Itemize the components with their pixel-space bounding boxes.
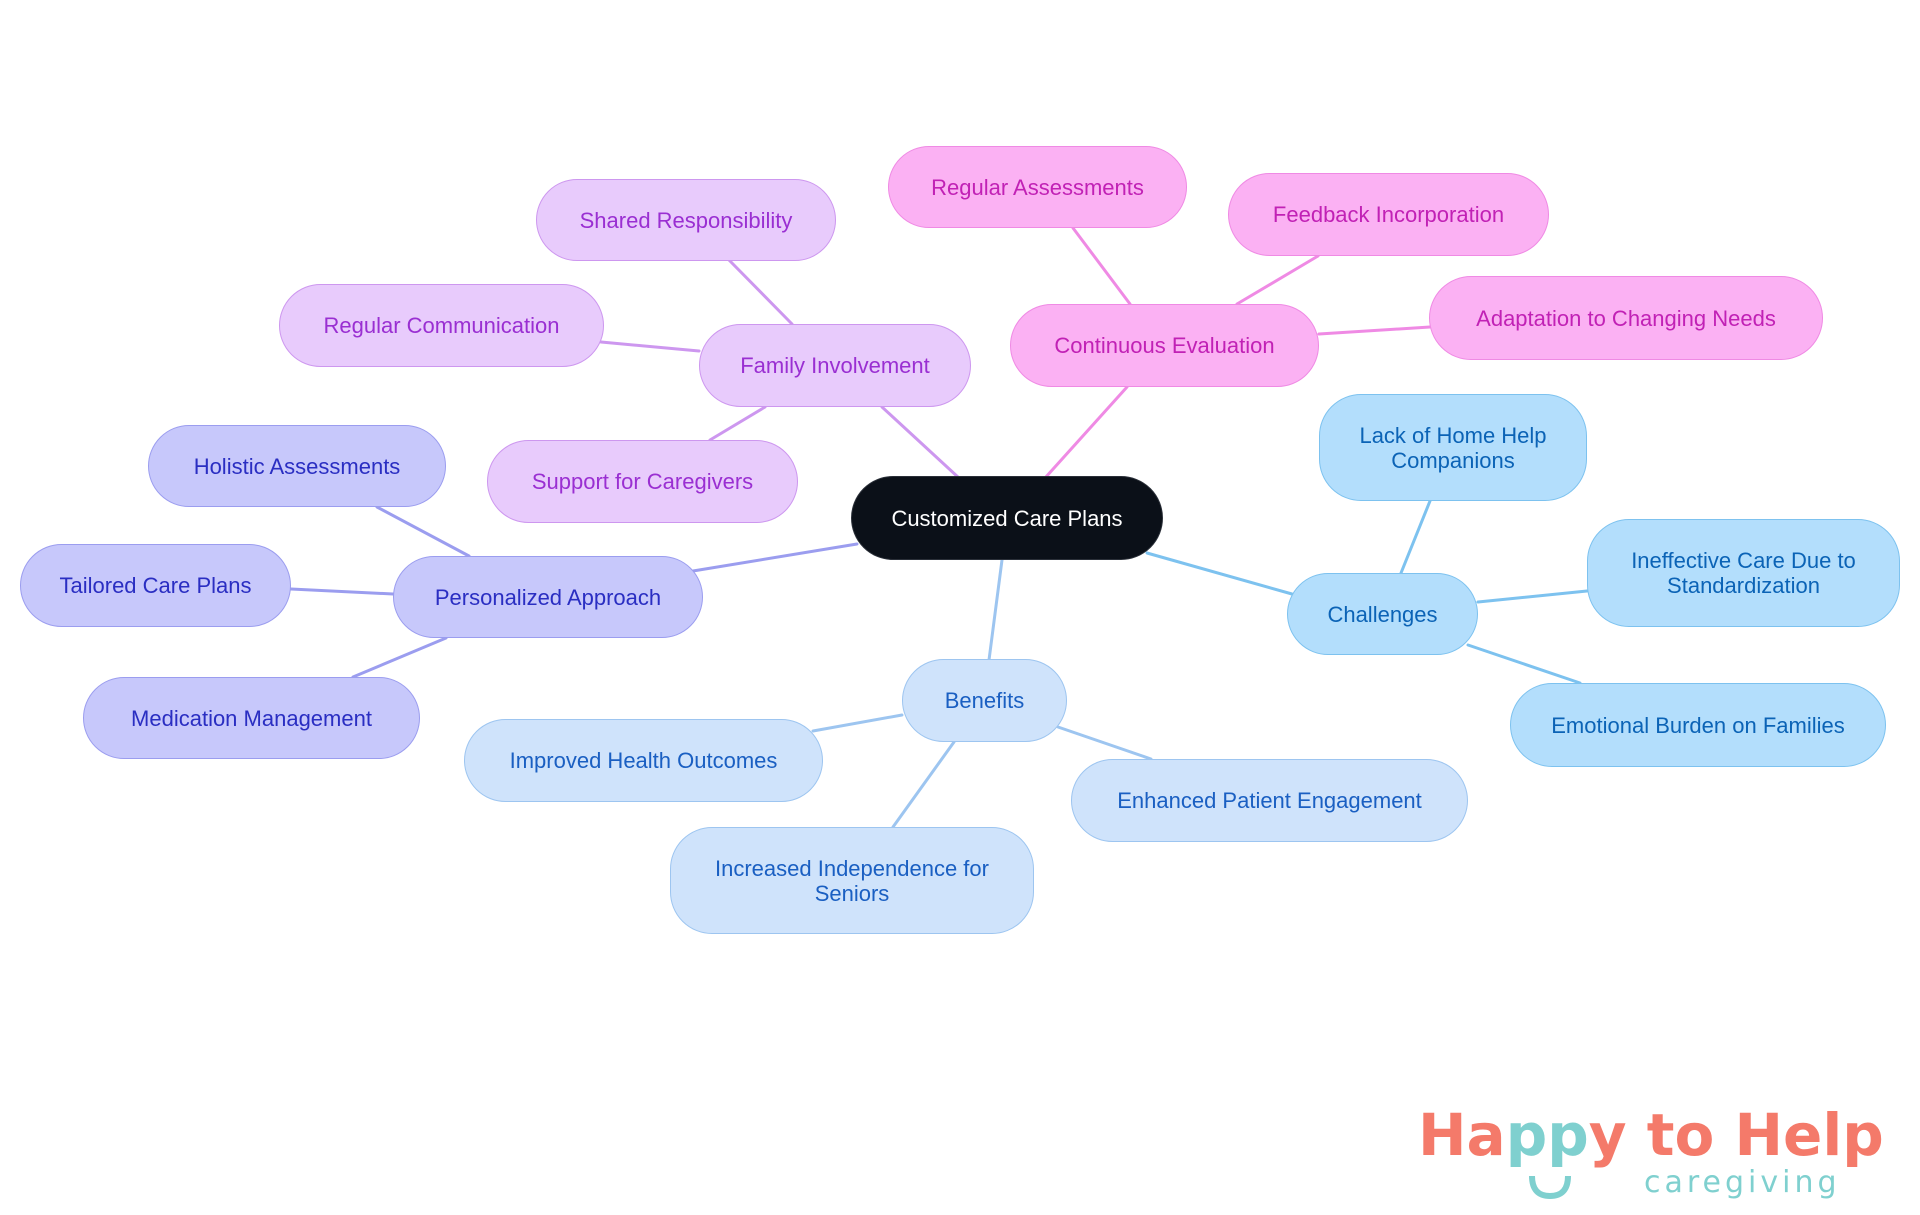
node-label: Increased Independence for Seniors xyxy=(715,855,989,906)
edge-center-family xyxy=(880,405,961,480)
edge-personalized-medication xyxy=(351,636,448,679)
node-family-involvement[interactable]: Family Involvement xyxy=(699,324,971,407)
node-label: Enhanced Patient Engagement xyxy=(1117,788,1422,813)
edge-center-continuous xyxy=(1043,385,1129,480)
edge-continuous-feedback xyxy=(1235,254,1320,306)
logo-wordmark: Happy to Help xyxy=(1418,1101,1884,1169)
node-label: Holistic Assessments xyxy=(193,453,401,479)
edge-center-personalized xyxy=(691,542,859,573)
node-increased-independence[interactable]: Increased Independence for Seniors xyxy=(670,827,1034,934)
node-label: Improved Health Outcomes xyxy=(509,748,778,773)
node-label: Emotional Burden on Families xyxy=(1551,712,1845,738)
node-tailored-care-plans[interactable]: Tailored Care Plans xyxy=(20,544,291,627)
node-regular-communication[interactable]: Regular Communication xyxy=(279,284,604,367)
node-customized-care-plans[interactable]: Customized Care Plans xyxy=(851,476,1163,560)
brand-logo: Happy to Help caregiving xyxy=(1418,1100,1888,1210)
edge-benefits-increased xyxy=(891,740,956,829)
edge-center-challenges xyxy=(1145,551,1294,596)
node-enhanced-patient-engagement[interactable]: Enhanced Patient Engagement xyxy=(1071,759,1468,842)
node-adaptation-to-changing-needs[interactable]: Adaptation to Changing Needs xyxy=(1429,276,1823,360)
edge-benefits-enhanced xyxy=(1056,725,1153,761)
node-improved-health-outcomes[interactable]: Improved Health Outcomes xyxy=(464,719,823,802)
node-label: Lack of Home Help Companions xyxy=(1359,422,1547,473)
edge-family-shared xyxy=(727,258,794,326)
node-label: Medication Management xyxy=(131,705,372,731)
edge-challenges-emotional xyxy=(1466,643,1582,685)
node-regular-assessments[interactable]: Regular Assessments xyxy=(888,146,1187,228)
edge-personalized-tailored xyxy=(289,587,395,596)
node-label: Feedback Incorporation xyxy=(1272,202,1505,227)
edge-challenges-lack xyxy=(1399,499,1432,575)
node-label: Challenges xyxy=(1327,601,1438,627)
node-label: Benefits xyxy=(944,688,1025,713)
node-label: Tailored Care Plans xyxy=(59,573,252,598)
node-personalized-approach[interactable]: Personalized Approach xyxy=(393,556,703,638)
edge-personalized-holistic xyxy=(375,505,471,558)
node-lack-of-home-help-companions[interactable]: Lack of Home Help Companions xyxy=(1319,394,1587,501)
node-benefits[interactable]: Benefits xyxy=(902,659,1067,742)
node-label: Ineffective Care Due to Standardization xyxy=(1631,548,1856,598)
node-feedback-incorporation[interactable]: Feedback Incorporation xyxy=(1228,173,1549,256)
node-label: Adaptation to Changing Needs xyxy=(1476,305,1776,331)
node-holistic-assessments[interactable]: Holistic Assessments xyxy=(148,425,446,507)
node-label: Support for Caregivers xyxy=(531,469,754,494)
node-label: Continuous Evaluation xyxy=(1054,333,1275,358)
node-shared-responsibility[interactable]: Shared Responsibility xyxy=(536,179,836,261)
edge-benefits-improved xyxy=(811,713,904,733)
edge-continuous-regassess xyxy=(1071,226,1132,306)
node-ineffective-care[interactable]: Ineffective Care Due to Standardization xyxy=(1587,519,1900,627)
logo-subtitle: caregiving xyxy=(1644,1165,1841,1200)
node-label: Personalized Approach xyxy=(434,584,662,610)
edge-challenges-ineffective xyxy=(1476,589,1589,604)
edge-continuous-adaptation xyxy=(1317,325,1432,336)
node-support-for-caregivers[interactable]: Support for Caregivers xyxy=(487,440,798,523)
node-continuous-evaluation[interactable]: Continuous Evaluation xyxy=(1010,304,1319,387)
node-label: Regular Communication xyxy=(323,313,560,338)
node-challenges[interactable]: Challenges xyxy=(1287,573,1478,655)
node-label: Regular Assessments xyxy=(931,174,1144,200)
smile-icon xyxy=(1529,1175,1571,1200)
edge-family-regcomm xyxy=(599,340,701,353)
node-label: Shared Responsibility xyxy=(579,207,793,233)
node-label: Family Involvement xyxy=(740,353,930,378)
node-label: Customized Care Plans xyxy=(891,505,1123,531)
node-medication-management[interactable]: Medication Management xyxy=(83,677,420,759)
edge-family-support xyxy=(708,405,767,442)
node-emotional-burden-on-families[interactable]: Emotional Burden on Families xyxy=(1510,683,1886,767)
edge-center-benefits xyxy=(987,558,1004,662)
